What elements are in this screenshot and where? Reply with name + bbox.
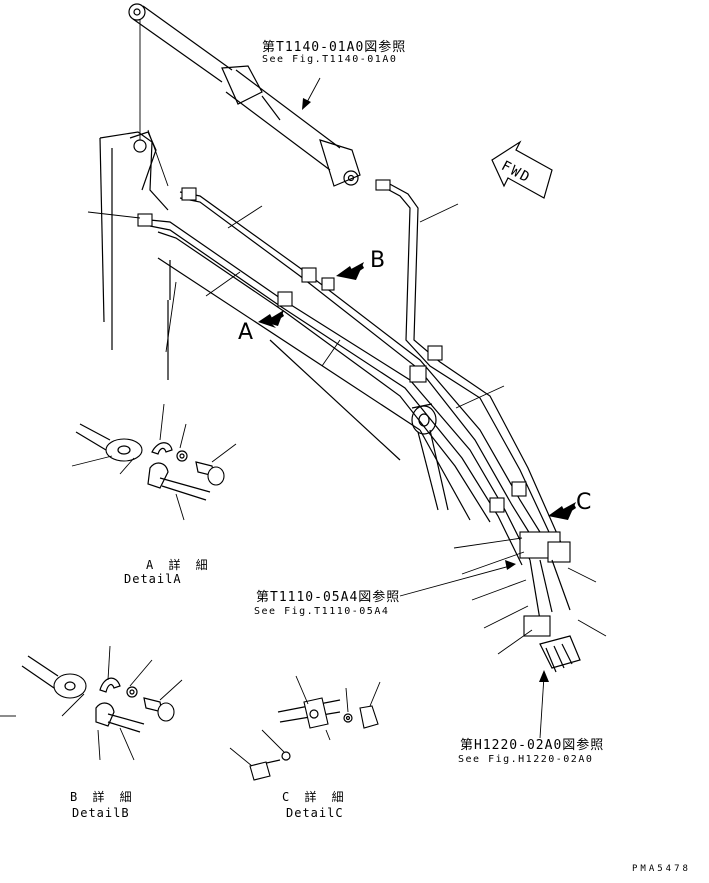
view-label-a: A: [238, 320, 254, 345]
leader-lines: [87, 77, 607, 739]
boom-cylinder: [128, 3, 361, 187]
ref-t1110-jp: 第T1110-05A4図参照: [256, 590, 401, 605]
detail-c-drawing: [229, 675, 381, 781]
hose-routing: [137, 179, 581, 673]
detail-a-title-jp: A 詳 細: [146, 558, 212, 572]
ref-t1140-jp: 第T1140-01A0図参照: [262, 40, 407, 55]
detail-b-drawing: [0, 645, 183, 761]
detail-a-title-en: DetailA: [124, 572, 182, 586]
detail-c-title-jp: C 詳 細: [282, 790, 348, 804]
view-label-b: B: [370, 248, 386, 273]
drawing-id: PMA5478: [632, 864, 691, 874]
forward-arrow: [491, 140, 553, 199]
view-label-c: C: [576, 490, 592, 515]
ref-t1110-en: See Fig.T1110-05A4: [254, 606, 390, 617]
detail-c-title-en: DetailC: [286, 806, 344, 820]
boom-structure: [99, 20, 471, 521]
ref-h1220-jp: 第H1220-02A0図参照: [460, 738, 605, 753]
view-arrows: [258, 262, 576, 520]
detail-a-drawing: [71, 403, 237, 521]
ref-t1140-en: See Fig.T1140-01A0: [262, 54, 398, 65]
detail-b-title-en: DetailB: [72, 806, 130, 820]
detail-b-title-jp: B 詳 細: [70, 790, 136, 804]
ref-h1220-en: See Fig.H1220-02A0: [458, 754, 594, 765]
